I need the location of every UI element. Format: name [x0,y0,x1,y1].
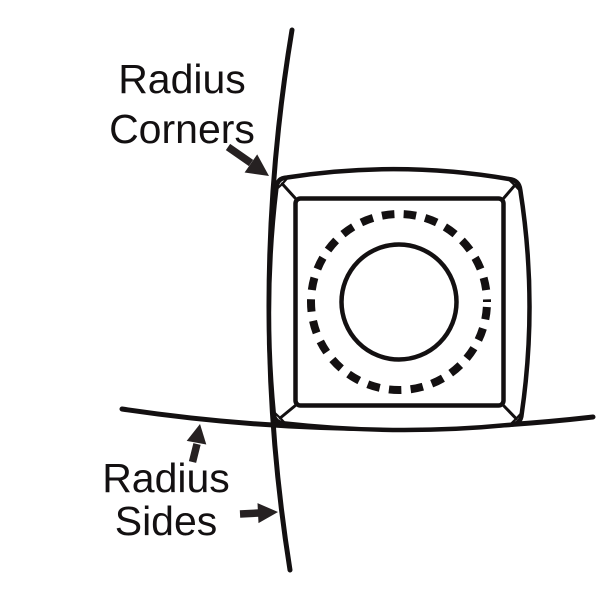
counterbore-dashed-circle [307,210,491,394]
radius-corners-arrow-shaft [225,143,254,167]
corner-facet-bottom-left [273,411,287,425]
corner-facet-bottom-right [509,411,523,426]
corner-chamfer-edges [278,182,518,421]
radius-sides-label-line2: Sides [114,498,218,544]
corner-chamfer-top-right [501,183,517,201]
radius-sides-right-arrow-head-icon [257,503,278,524]
radius-sides-up-arrow-head-icon [186,424,207,445]
screw-hole-circle [339,242,459,362]
corner-facet-top-left [275,176,289,191]
radius-corners-label: Radius Corners [82,54,282,154]
radius-corners-arrow-head-icon [244,154,269,176]
radius-corners-label-line2: Corners [109,106,255,152]
radius-corners-arrow [225,143,269,176]
radius-sides-up-arrow-shaft [188,443,201,463]
radius-sides-label: Radius Sides [66,457,266,543]
radius-sides-right-arrow [239,503,278,524]
corner-facet-top-right [507,178,522,193]
radius-sides-right-arrow-shaft [239,509,260,518]
corner-radius-facets [273,176,523,426]
radius-corners-label-line1: Radius [118,56,246,102]
radius-sides-label-line1: Radius [102,455,230,501]
radius-sides-up-arrow [186,424,207,463]
corner-chamfer-top-left [280,182,298,201]
corner-chamfer-bottom-right [501,403,518,421]
corner-chamfer-bottom-left [278,403,298,420]
